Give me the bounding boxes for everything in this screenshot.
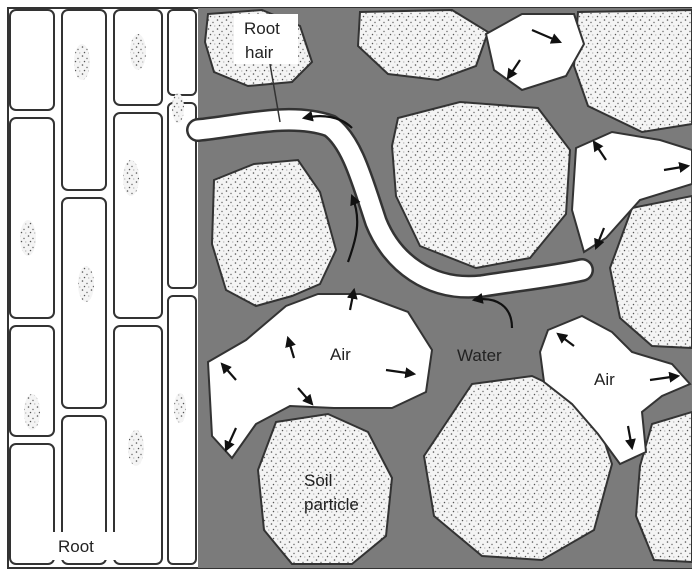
label-root-hair-line2: hair (245, 43, 274, 62)
root-cell (168, 10, 196, 95)
nucleus (128, 430, 144, 466)
nucleus (78, 266, 94, 302)
soil-particle (392, 102, 570, 268)
label-water: Water (457, 346, 502, 365)
label-air-left: Air (330, 345, 351, 364)
label-air-right: Air (594, 370, 615, 389)
root-cell (114, 113, 162, 318)
root-cell (10, 10, 54, 110)
label-soil-line2: particle (304, 495, 359, 514)
nucleus (24, 394, 40, 430)
root-cell (62, 198, 106, 408)
nucleus (130, 34, 146, 70)
nucleus (74, 44, 90, 80)
root-cell (168, 296, 196, 564)
nucleus (123, 160, 139, 196)
nucleus (172, 93, 184, 123)
root-cell (10, 118, 54, 318)
label-root-hair-line1: Root (244, 19, 280, 38)
label-soil-line1: Soil (304, 471, 332, 490)
nucleus (174, 393, 186, 423)
label-root: Root (58, 537, 94, 556)
root-cell (10, 444, 54, 564)
root-cell (62, 10, 106, 190)
nucleus (20, 220, 36, 256)
